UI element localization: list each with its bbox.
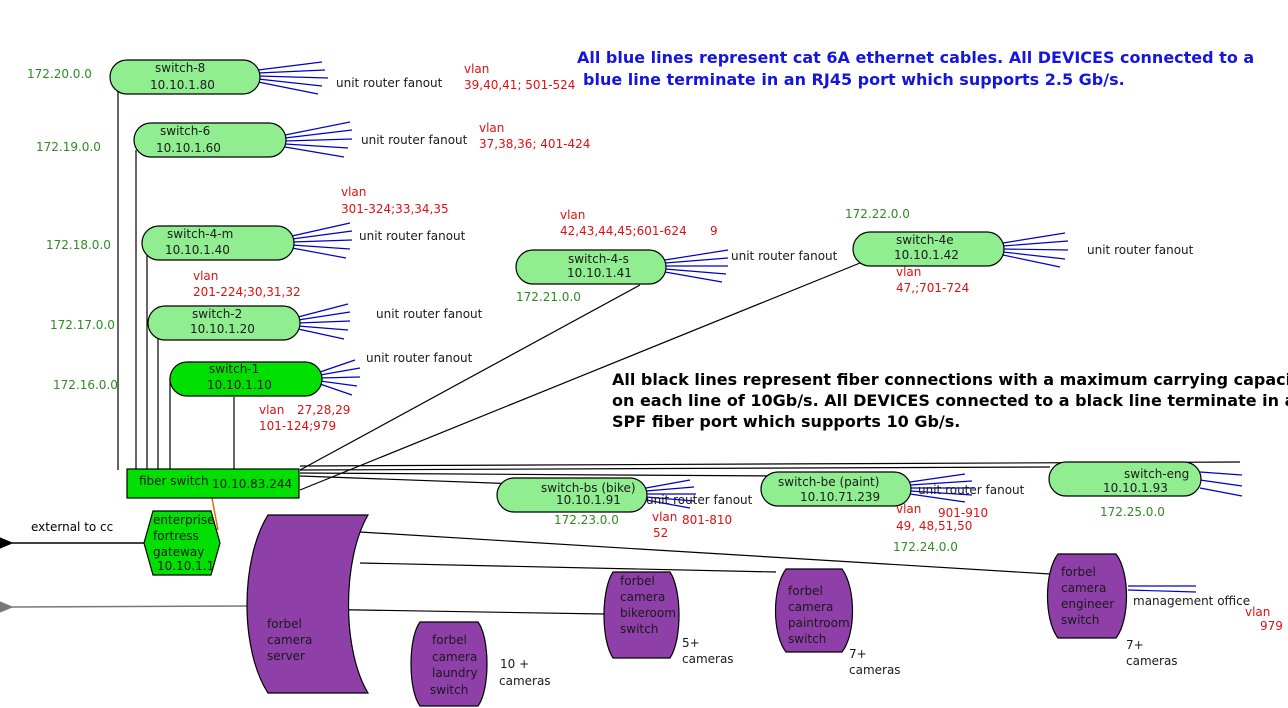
camera-laundry-node[interactable]: forbel camera laundry switch xyxy=(410,621,488,707)
switch-6-vlan: vlan 37,38,36; 401-424 xyxy=(479,121,590,151)
switch-2-node[interactable]: switch-2 10.10.1.20 xyxy=(147,305,301,341)
switch-4e-subnet: 172.22.0.0 xyxy=(845,207,910,221)
switch-4e-node[interactable]: switch-4e 10.10.1.42 xyxy=(852,231,1005,267)
switch-4-s-vlan: vlan 42,43,44,45;601-624 9 xyxy=(560,208,718,238)
switch-8-fanout: unit router fanout xyxy=(336,76,443,90)
switch-4e-name: switch-4e xyxy=(896,233,954,247)
switch-eng-name: switch-eng xyxy=(1124,467,1189,481)
management-office-label: management office xyxy=(1133,594,1250,608)
switch-1-vlan: vlan 27,28,29 101-124;979 xyxy=(259,403,354,433)
fiber-switch-ip: 10.10.83.244 xyxy=(212,477,292,491)
switch-be-name: switch-be (paint) xyxy=(778,475,879,489)
switch-4-s-fanout: unit router fanout xyxy=(731,249,838,263)
switch-4-m-subnet: 172.18.0.0 xyxy=(46,238,111,252)
cat6-fanouts xyxy=(257,61,1243,593)
switch-6-ip: 10.10.1.60 xyxy=(156,141,221,155)
switch-be-node[interactable]: switch-be (paint) 10.10.71.239 xyxy=(760,471,912,507)
switch-4e-ip: 10.10.1.42 xyxy=(894,248,959,262)
camera-bikeroom-node[interactable]: forbel camera bikeroom switch xyxy=(603,571,680,659)
switch-4-s-subnet: 172.21.0.0 xyxy=(516,290,581,304)
switch-be-ip: 10.10.71.239 xyxy=(800,490,880,504)
camera-laundry-count: 10 + cameras xyxy=(499,657,551,688)
switch-1-ip: 10.10.1.10 xyxy=(207,378,272,392)
camera-paintroom-label: forbel camera paintroom switch xyxy=(788,584,854,646)
gateway-uplink xyxy=(211,497,219,531)
switch-4-s-ip: 10.10.1.41 xyxy=(567,266,632,280)
camera-paintroom-node[interactable]: forbel camera paintroom switch xyxy=(774,568,854,653)
switch-6-fanout: unit router fanout xyxy=(361,133,468,147)
camera-server-label: forbel camera server xyxy=(267,617,316,663)
switch-bs-ip: 10.10.1.91 xyxy=(556,493,621,507)
switch-6-name: switch-6 xyxy=(160,124,210,138)
switch-2-vlan: vlan 201-224;30,31,32 xyxy=(193,269,301,299)
switch-be-subnet: 172.24.0.0 xyxy=(893,540,958,554)
switch-eng-node[interactable]: switch-eng 10.10.1.93 xyxy=(1048,461,1202,497)
switch-4e-vlan: vlan 47,;701-724 xyxy=(896,265,969,295)
switch-bs-node[interactable]: switch-bs (bike) 10.10.1.91 xyxy=(496,477,648,513)
switch-4-m-ip: 10.10.1.40 xyxy=(165,243,230,257)
fiber-switch-name: fiber switch xyxy=(139,474,209,488)
switch-eng-ip: 10.10.1.93 xyxy=(1103,481,1168,495)
switch-2-fanout: unit router fanout xyxy=(376,307,483,321)
enterprise-gateway-node[interactable]: enterprise fortress gateway 10.10.1.1 xyxy=(143,510,221,576)
camera-external-arrow xyxy=(0,599,251,615)
cat6-note: All blue lines represent cat 6A ethernet… xyxy=(577,48,1260,89)
camera-engineer-vlan: vlan 979 xyxy=(1245,605,1283,633)
switch-8-name: switch-8 xyxy=(155,61,205,75)
switch-6-subnet: 172.19.0.0 xyxy=(36,140,101,154)
switch-8-vlan: vlan 39,40,41; 501-524 xyxy=(464,62,575,92)
external-label: external to cc xyxy=(31,520,113,534)
fiber-note: All black lines represent fiber connecti… xyxy=(612,370,1288,431)
camera-engineer-label: forbel camera engineer switch xyxy=(1061,565,1118,627)
switch-1-fanout: unit router fanout xyxy=(366,351,473,365)
switch-8-subnet: 172.20.0.0 xyxy=(27,67,92,81)
switch-4-m-vlan: vlan 301-324;33,34,35 xyxy=(341,185,449,216)
switch-2-subnet: 172.17.0.0 xyxy=(50,318,115,332)
switch-4-m-node[interactable]: switch-4-m 10.10.1.40 xyxy=(141,225,295,261)
switch-eng-subnet: 172.25.0.0 xyxy=(1100,505,1165,519)
camera-engineer-count: 7+ cameras xyxy=(1126,638,1178,668)
switch-8-ip: 10.10.1.80 xyxy=(150,78,215,92)
fiber-switch-node[interactable]: fiber switch 10.10.83.244 xyxy=(126,468,300,499)
camera-laundry-label: forbel camera laundry switch xyxy=(430,633,481,697)
switch-be-vlan: vlan 901-910 49, 48,51,50 xyxy=(896,502,992,533)
switch-4-s-node[interactable]: switch-4-s 10.10.1.41 xyxy=(515,249,667,285)
switch-2-name: switch-2 xyxy=(192,307,242,321)
camera-server-node[interactable]: forbel camera server xyxy=(246,514,370,694)
switch-4-m-name: switch-4-m xyxy=(167,227,233,241)
switch-6-node[interactable]: switch-6 10.10.1.60 xyxy=(133,122,287,158)
switch-bs-fanout: unit router fanout xyxy=(646,493,753,507)
switch-4-s-name: switch-4-s xyxy=(568,252,629,266)
switch-1-node[interactable]: switch-1 10.10.1.10 xyxy=(169,361,323,397)
switch-bs-vlan: vlan 801-810 52 xyxy=(652,510,736,540)
switch-bs-subnet: 172.23.0.0 xyxy=(554,513,619,527)
switch-1-name: switch-1 xyxy=(209,362,259,376)
switch-2-ip: 10.10.1.20 xyxy=(190,322,255,336)
camera-bikeroom-label: forbel camera bikeroom switch xyxy=(620,574,680,636)
switch-8-node[interactable]: switch-8 10.10.1.80 xyxy=(109,59,261,95)
switch-4-m-fanout: unit router fanout xyxy=(359,229,466,243)
camera-engineer-node[interactable]: forbel camera engineer switch xyxy=(1046,553,1128,639)
switch-bs-name: switch-bs (bike) xyxy=(541,481,636,495)
camera-bikeroom-count: 5+ cameras xyxy=(682,636,734,666)
gateway-label: enterprise fortress gateway 10.10.1.1 xyxy=(153,513,218,573)
camera-paintroom-count: 7+ cameras xyxy=(849,647,901,677)
switch-be-fanout: unit router fanout xyxy=(918,483,1025,497)
switch-1-subnet: 172.16.0.0 xyxy=(53,378,118,392)
switch-4e-fanout: unit router fanout xyxy=(1087,243,1194,257)
